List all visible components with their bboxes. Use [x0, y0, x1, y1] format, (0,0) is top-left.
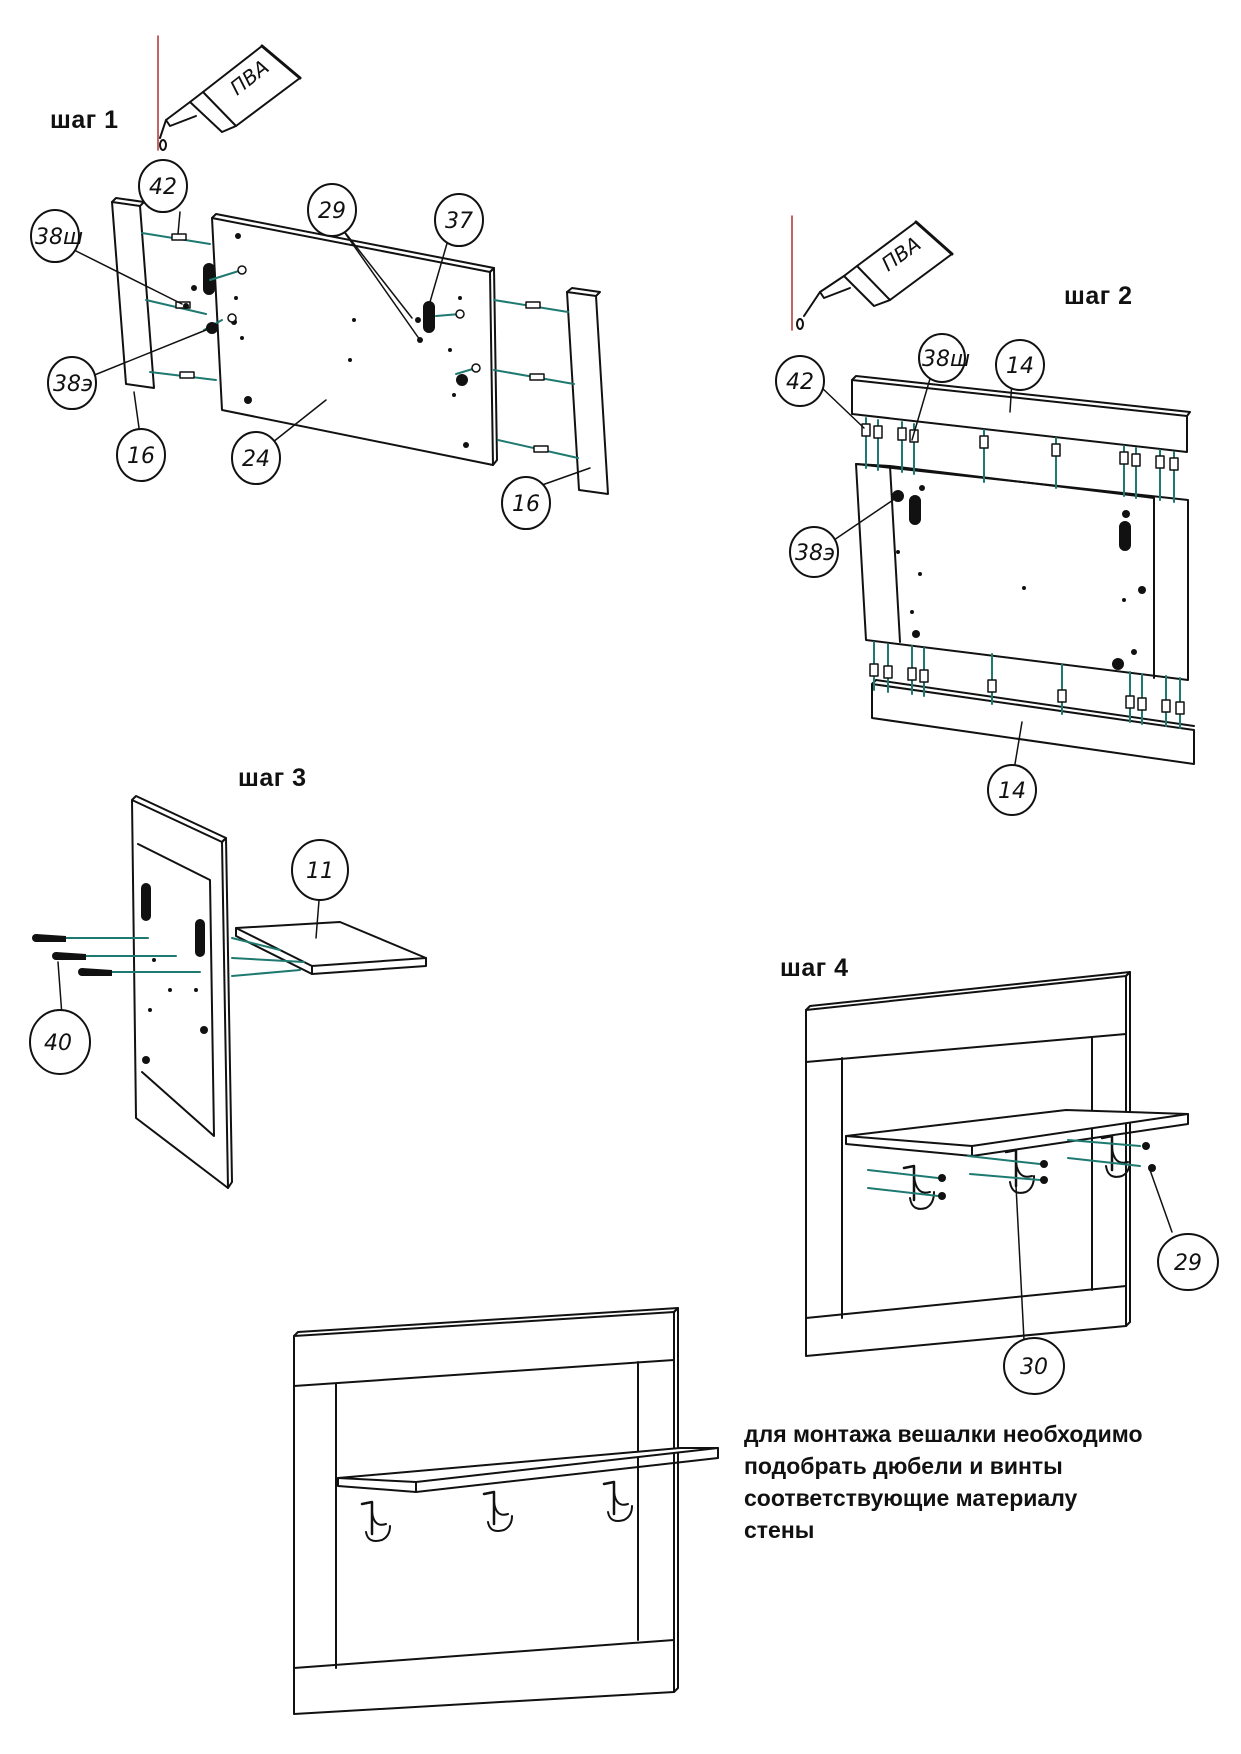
callout-14-top — [995, 339, 1045, 391]
callout-label: 16 — [512, 492, 540, 517]
callout-42-step1 — [138, 159, 188, 213]
callout-label: 38ш — [35, 225, 83, 250]
callout-label: 11 — [306, 859, 334, 884]
hook-icon — [482, 1490, 513, 1532]
side-panel-right — [566, 291, 609, 495]
callout-29-step4 — [1157, 1233, 1219, 1291]
back-panel — [211, 217, 494, 466]
rail-top — [851, 379, 1188, 453]
glue-tube-icon: ПВА — [791, 215, 954, 331]
callout-label: 38э — [53, 372, 93, 397]
callout-label: 29 — [1174, 1251, 1202, 1276]
hook-icon — [1004, 1148, 1035, 1194]
step-3-title: шаг 3 — [238, 764, 307, 792]
callout-label: 42 — [149, 175, 177, 200]
callout-label: 29 — [318, 199, 346, 224]
callout-label: 24 — [242, 447, 270, 472]
frame-front — [805, 975, 1127, 1357]
side-panel-left — [111, 201, 155, 389]
callout-38e-step2 — [789, 526, 839, 578]
step1-diagram: ПВА — [30, 35, 609, 530]
callout-16-right — [501, 476, 551, 530]
callout-label: 14 — [1006, 354, 1034, 379]
mounting-note: для монтажа вешалки необходимо подобрать… — [744, 1418, 1184, 1546]
hook-icon — [1100, 1134, 1131, 1178]
callout-38e-step1 — [47, 356, 97, 410]
hook-icon — [360, 1500, 391, 1542]
mounting-note-line: соответствующие материалу — [744, 1485, 1078, 1511]
callout-42-step2 — [775, 355, 825, 407]
step-2-title: шаг 2 — [1064, 282, 1133, 310]
callout-40 — [29, 1009, 91, 1075]
step-4-title: шаг 4 — [780, 954, 849, 982]
callout-label: 38ш — [922, 347, 970, 372]
mounting-note-line: для монтажа вешалки необходимо — [744, 1421, 1143, 1447]
hook-icon — [902, 1164, 935, 1210]
step3-diagram: 11 40 — [29, 795, 427, 1189]
callout-label: 30 — [1020, 1355, 1048, 1380]
step-1-title: шаг 1 — [50, 106, 119, 134]
rail-bottom — [871, 683, 1195, 765]
callout-38sh-step2 — [918, 333, 966, 383]
glue-tube-icon: ПВА — [157, 35, 302, 151]
hook-icon — [602, 1480, 633, 1522]
callout-11 — [291, 839, 349, 901]
callout-16-left — [116, 428, 166, 482]
final-assembly-diagram — [293, 1307, 719, 1715]
callout-14-bottom — [987, 764, 1037, 816]
step4-diagram: 30 29 — [805, 971, 1219, 1395]
callout-30 — [1003, 1337, 1065, 1395]
callout-label: 37 — [445, 209, 473, 234]
step2-diagram: ПВА — [775, 215, 1195, 816]
callout-label: 38э — [795, 541, 835, 566]
callout-37 — [434, 193, 484, 247]
callout-label: 16 — [127, 444, 155, 469]
callout-label: 40 — [44, 1031, 72, 1056]
callout-label: 42 — [786, 370, 814, 395]
callout-38sh-step1 — [30, 209, 80, 263]
mounting-note-line: стены — [744, 1517, 815, 1543]
callout-29-step1 — [307, 183, 357, 237]
callout-label: 14 — [998, 779, 1026, 804]
callout-24 — [231, 431, 281, 485]
mounting-note-line: подобрать дюбели и винты — [744, 1453, 1063, 1479]
